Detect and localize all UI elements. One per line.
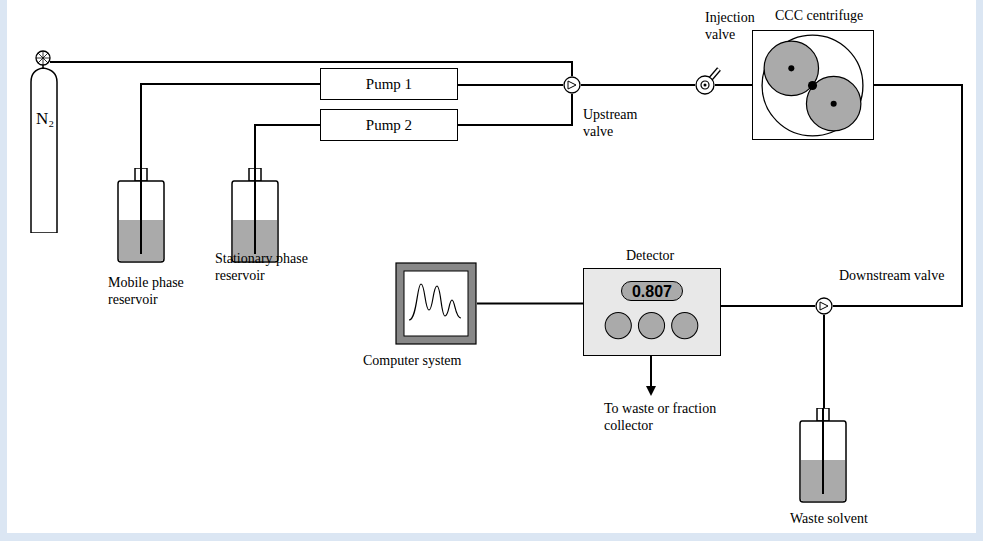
- centrifuge-box: CCC centrifuge: [752, 30, 874, 140]
- detector-box: Detector0.807: [583, 268, 721, 356]
- outlet-arrow: [650, 356, 652, 394]
- node-label: Downstream valve: [839, 267, 959, 284]
- node-label: Upstream valve: [583, 106, 643, 140]
- pump-box: Pump 2: [320, 109, 458, 141]
- tubing-line: [721, 305, 815, 307]
- node-label: Pump 2: [366, 117, 412, 134]
- valve-symbol: Upstream valve: [563, 76, 581, 94]
- node-label: Detector: [626, 247, 706, 264]
- node-label: Pump 1: [366, 76, 412, 93]
- tubing-line: [141, 84, 320, 168]
- detector-readout: 0.807: [621, 281, 683, 301]
- nitrogen-cylinder: N₂: [29, 50, 61, 233]
- tubing-line: [255, 125, 320, 168]
- node-label: Waste solvent: [790, 510, 900, 527]
- tubing-line: [458, 94, 572, 125]
- solvent-bottle: Stationary phase reservoir: [230, 168, 280, 263]
- tubing-line: [823, 315, 825, 408]
- solvent-bottle: Mobile phase reservoir: [116, 168, 166, 263]
- valve-symbol: Downstream valve: [815, 297, 833, 315]
- node-label: N₂: [29, 110, 61, 127]
- tubing-line: [477, 303, 583, 305]
- tubing-line: [581, 84, 695, 86]
- node-label: Computer system: [363, 352, 493, 369]
- injection-valve: Injection valve: [695, 75, 715, 95]
- outlet-note: To waste or fraction collector: [604, 400, 724, 434]
- tubing-line: [61, 62, 572, 76]
- tubing-line: [715, 84, 752, 86]
- node-label: CCC centrifuge: [775, 7, 885, 24]
- computer-monitor: Computer system: [395, 262, 477, 345]
- node-label: Stationary phase reservoir: [215, 250, 340, 284]
- tubing-line: [458, 84, 563, 86]
- solvent-bottle: Waste solvent: [798, 408, 848, 503]
- node-label: Mobile phase reservoir: [108, 274, 208, 308]
- pump-box: Pump 1: [320, 68, 458, 100]
